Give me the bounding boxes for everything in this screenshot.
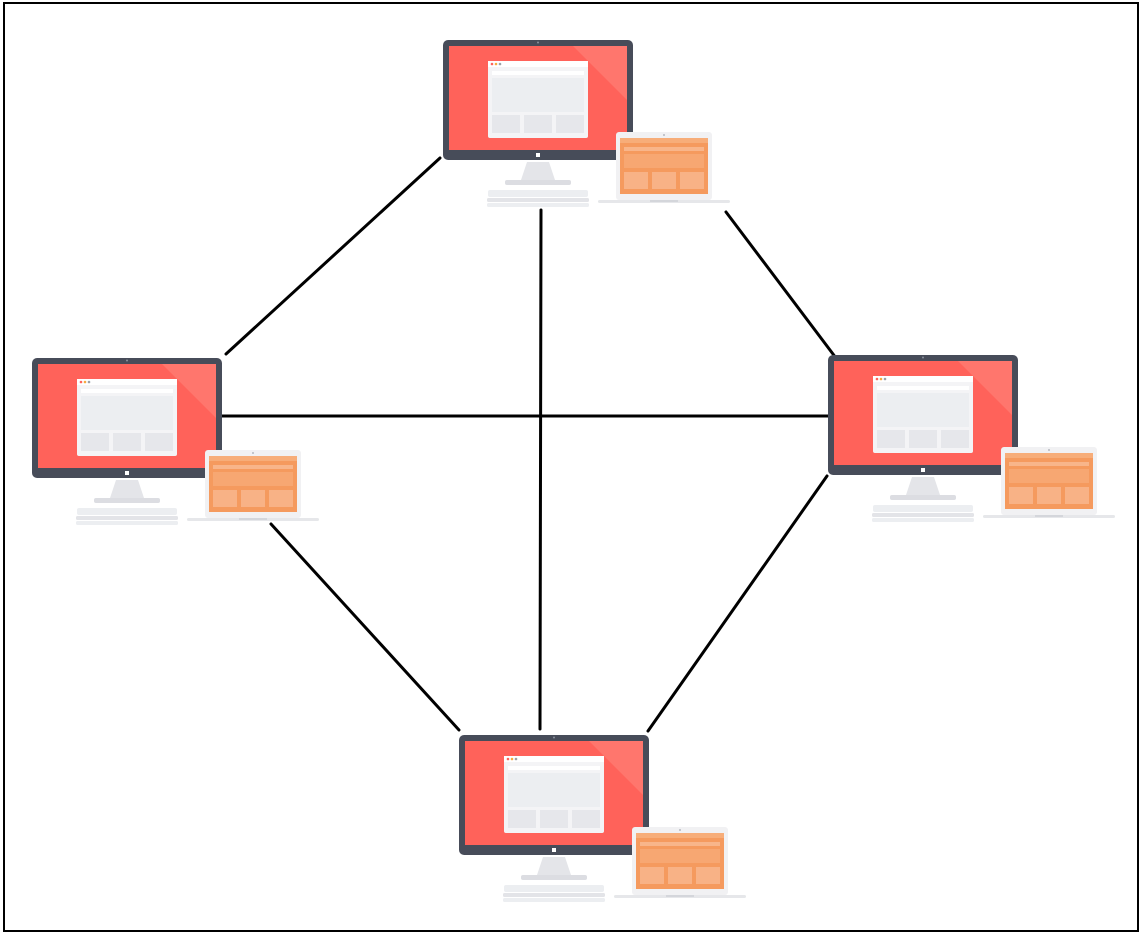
laptop-icon [598, 132, 730, 203]
network-links [220, 156, 838, 733]
monitor-icon [443, 40, 633, 207]
link-left-bottom [269, 522, 461, 732]
monitor-icon [459, 735, 649, 902]
node-top [443, 40, 730, 207]
laptop-icon [983, 447, 1115, 518]
link-top-bottom [538, 208, 543, 731]
laptop-icon [614, 827, 746, 898]
node-left [32, 358, 319, 525]
laptop-icon [187, 450, 319, 521]
node-right [828, 355, 1115, 522]
link-top-right [724, 210, 838, 360]
monitor-icon [32, 358, 222, 525]
diagram-border [3, 2, 1139, 932]
link-top-left [224, 156, 442, 356]
node-bottom [459, 735, 746, 902]
monitor-icon [828, 355, 1018, 522]
link-right-bottom [646, 474, 829, 733]
